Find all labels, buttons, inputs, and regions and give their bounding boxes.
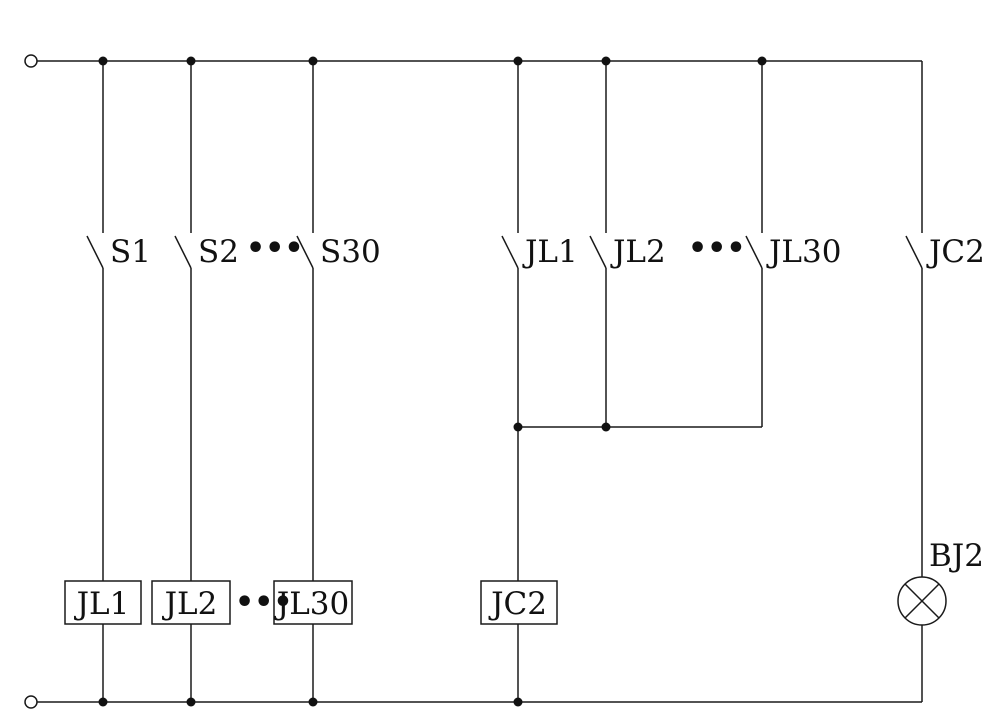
coil-jc2-label: JC2 [488,586,547,622]
coil-jl1-label: JL1 [74,586,130,622]
contact-jl30-blade [745,235,763,269]
branch-s2 [174,61,192,702]
switch-ellipsis: ••• [246,231,304,266]
switch-s1-label: S1 [110,234,151,270]
switch-s30-label: S30 [320,234,381,270]
junction-dots [98,56,767,707]
junction-dot [308,56,318,66]
contact-jc2-blade [905,235,923,269]
coil-jl30-label: JL30 [274,586,349,622]
contact-jl1-blade [501,235,519,269]
contact-jl30-label: JL30 [766,234,841,270]
junction-dot [513,697,523,707]
switch-s1-blade [86,235,104,269]
junction-dot [308,697,318,707]
junction-dot [601,56,611,66]
switch-s30-blade [296,235,314,269]
switch-s2-label: S2 [198,234,239,270]
top-terminal [24,54,38,68]
coil-jc2-box [480,580,558,625]
junction-dot [601,422,611,432]
contact-jl2-blade [589,235,607,269]
coil-jl30-box [273,580,353,625]
junction-dot [98,56,108,66]
branch-s30 [296,61,314,702]
branch-jc2-lamp [897,61,947,702]
lamp-bj2-label: BJ2 [929,538,984,574]
coil-jl2-box [151,580,231,625]
coil-ellipsis: ••• [235,585,293,620]
bottom-terminal [24,695,38,709]
junction-dot [513,56,523,66]
contact-ellipsis: ••• [688,231,746,266]
contact-jl1-label: JL1 [522,234,578,270]
contact-jc2-label: JC2 [926,234,985,270]
junction-dot [186,697,196,707]
lamp-icon [897,576,947,626]
switch-s2-blade [174,235,192,269]
junction-dot [98,697,108,707]
branch-s1 [86,61,104,702]
junction-dot [186,56,196,66]
contact-jl2-label: JL2 [610,234,666,270]
coil-jl2-label: JL2 [162,586,218,622]
junction-dot [757,56,767,66]
junction-dot [513,422,523,432]
coil-jl1-box [64,580,142,625]
